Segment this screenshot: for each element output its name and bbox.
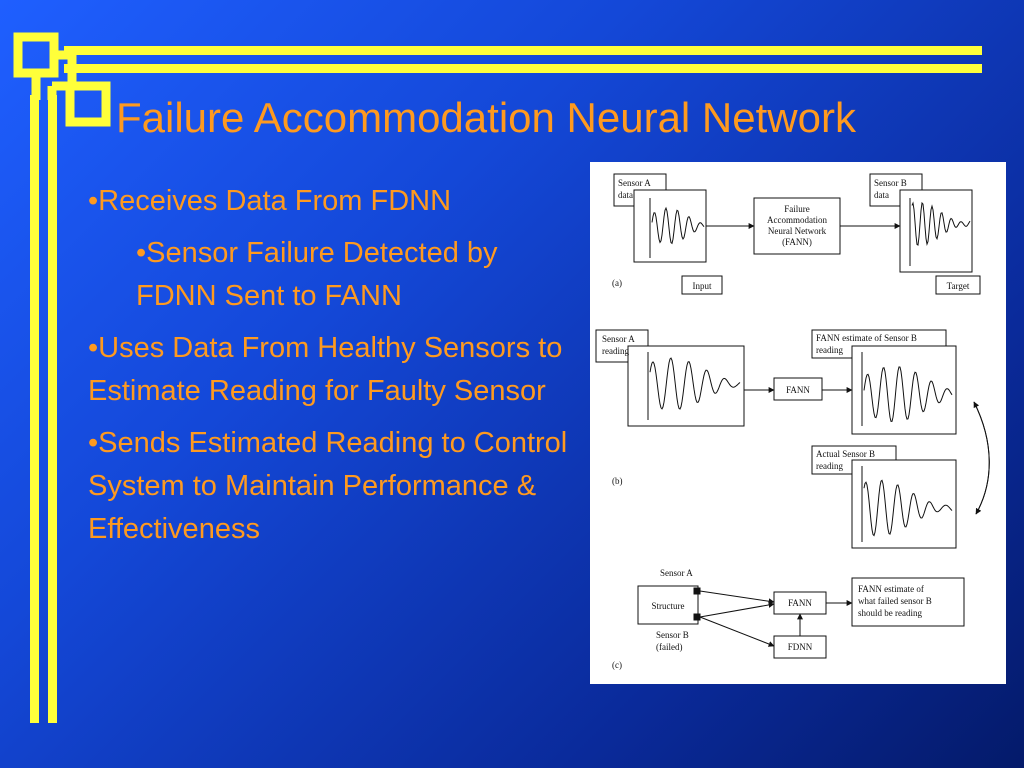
- label-fann-estimate-2: reading: [816, 345, 843, 355]
- label-sensor-a-reading: Sensor A: [602, 334, 635, 344]
- label-structure: Structure: [652, 601, 685, 611]
- label-actual-sensor-b-2: reading: [816, 461, 843, 471]
- label-input: Input: [693, 281, 712, 291]
- waveform-estimate: [863, 366, 953, 422]
- label-c-estimate-2: what failed sensor B: [858, 596, 932, 606]
- label-actual-sensor-b: Actual Sensor B: [816, 449, 875, 459]
- panel-label-c: (c): [612, 660, 622, 670]
- label-sensor-b-data-2: data: [874, 190, 889, 200]
- waveform-actual: [863, 479, 953, 537]
- panel-label-b: (b): [612, 476, 623, 486]
- label-sensor-a-data: Sensor A: [618, 178, 651, 188]
- label-c-estimate: FANN estimate of: [858, 584, 924, 594]
- panel-label-a: (a): [612, 278, 622, 288]
- label-target: Target: [947, 281, 970, 291]
- waveform-a: [651, 206, 705, 245]
- label-c-sensor-a: Sensor A: [660, 568, 693, 578]
- label-fann-estimate: FANN estimate of Sensor B: [816, 333, 917, 343]
- label-sensor-a-data-2: data: [618, 190, 633, 200]
- bullet-item: •Receives Data From FDNN: [88, 185, 452, 217]
- label-c-fdnn: FDNN: [788, 642, 813, 652]
- label-c-fann: FANN: [788, 598, 812, 608]
- fann-box-line2: Accommodation: [767, 215, 827, 225]
- fann-figure: Sensor A data Failure Accommodation Neur…: [590, 162, 1006, 684]
- fann-box-line4: (FANN): [782, 237, 812, 247]
- waveform-a-reading: [649, 357, 741, 410]
- fann-box-line1: Failure: [784, 204, 810, 214]
- label-c-sensor-b: Sensor B: [656, 630, 689, 640]
- fann-diagram: Sensor A data Failure Accommodation Neur…: [595, 173, 990, 670]
- label-c-sensor-b-2: (failed): [656, 642, 682, 652]
- sub-bullet-item: •Sensor Failure Detected by FDNN Sent to…: [136, 237, 498, 312]
- waveform-b-target: [911, 201, 971, 246]
- bullet-list: •Receives Data From FDNN •Sensor Failure…: [88, 180, 578, 560]
- label-sensor-a-reading-2: reading: [602, 346, 629, 356]
- slide-title: Failure Accommodation Neural Network: [116, 94, 856, 141]
- label-sensor-b-data: Sensor B: [874, 178, 907, 188]
- bullet-item: •Sends Estimated Reading to Control Syst…: [88, 427, 568, 545]
- bullet-item: •Uses Data From Healthy Sensors to Estim…: [88, 332, 563, 407]
- fann-box-line3: Neural Network: [768, 226, 827, 236]
- label-fann-b: FANN: [786, 385, 810, 395]
- label-c-estimate-3: should be reading: [858, 608, 922, 618]
